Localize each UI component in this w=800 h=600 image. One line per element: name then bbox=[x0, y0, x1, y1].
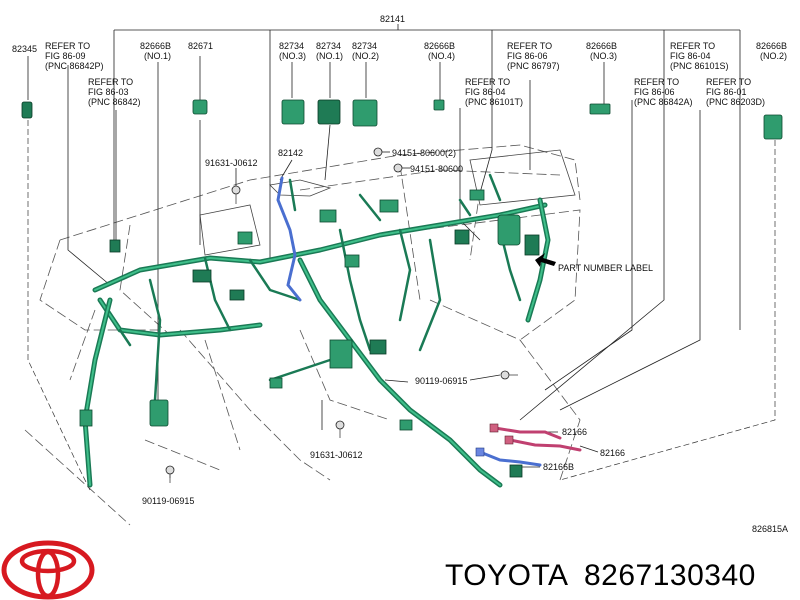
part-82666b-no3-icon bbox=[589, 103, 611, 115]
pointer-arrow-icon bbox=[535, 253, 556, 267]
label-82142: 82142 bbox=[278, 148, 303, 158]
refer-86-04a-line2: FIG 86-04 bbox=[465, 87, 506, 97]
refer-86-06b-line2: FIG 86-06 bbox=[634, 87, 675, 97]
label-82166b: 82166B bbox=[543, 462, 574, 472]
refer-86-06b-line3: (PNC 86842A) bbox=[634, 97, 693, 107]
part-82671-icon bbox=[192, 99, 208, 115]
label-82734-no3-sub: (NO.3) bbox=[279, 51, 306, 61]
part-82666b-no2-icon bbox=[763, 114, 783, 140]
wiring-harness bbox=[82, 173, 551, 488]
leader-lines bbox=[27, 30, 776, 491]
part-82734-no1-icon bbox=[317, 99, 341, 125]
main-part-label: 82141 bbox=[380, 14, 405, 24]
callout-parts bbox=[21, 99, 783, 140]
dashboard-outline bbox=[24, 144, 581, 526]
label-91631-top: 91631-J0612 bbox=[205, 158, 258, 168]
label-90119-bottom: 90119-06915 bbox=[142, 496, 194, 506]
refer-86-06-line2: FIG 86-06 bbox=[507, 51, 548, 61]
refer-86-04a-line3: (PNC 86101T) bbox=[465, 97, 523, 107]
label-82734-no2-sub: (NO.2) bbox=[352, 51, 379, 61]
refer-86-09-line1: REFER TO bbox=[45, 41, 90, 51]
refer-86-01-line3: (PNC 86203D) bbox=[706, 97, 765, 107]
part-82734-no2-icon bbox=[352, 99, 378, 127]
refer-86-06-line1: REFER TO bbox=[507, 41, 552, 51]
part-82345-icon bbox=[21, 101, 33, 119]
refer-86-09-line2: FIG 86-09 bbox=[45, 51, 86, 61]
wire-82142 bbox=[276, 176, 302, 302]
label-82734-no1-sub: (NO.1) bbox=[316, 51, 343, 61]
refer-86-04b-line2: FIG 86-04 bbox=[670, 51, 711, 61]
label-82734-no1: 82734 bbox=[316, 41, 341, 51]
part-82734-no3-icon bbox=[281, 99, 305, 125]
label-82666b-no1-sub: (NO.1) bbox=[144, 51, 171, 61]
refer-86-03-line1: REFER TO bbox=[88, 77, 133, 87]
refer-86-06-line3: (PNC 86797) bbox=[507, 61, 560, 71]
label-90119-mid: 90119-06915 bbox=[415, 376, 467, 386]
refer-86-01-line2: FIG 86-01 bbox=[706, 87, 747, 97]
label-91631-bottom: 91631-J0612 bbox=[310, 450, 363, 460]
refer-86-04b-line3: (PNC 86101S) bbox=[670, 61, 729, 71]
label-82666b-no3-sub: (NO.3) bbox=[590, 51, 617, 61]
label-82666b-no2: 82666B bbox=[756, 41, 787, 51]
label-82666b-no3: 82666B bbox=[586, 41, 617, 51]
label-82666b-no1: 82666B bbox=[140, 41, 171, 51]
refer-86-09-line3: (PNC 86842P) bbox=[45, 61, 104, 71]
refer-86-06b-line1: REFER TO bbox=[634, 77, 679, 87]
label-82734-no3: 82734 bbox=[279, 41, 304, 51]
wire-82166 bbox=[475, 423, 582, 467]
footer-part-number: 8267130340 bbox=[584, 559, 756, 592]
part-labels: 82345 REFER TO FIG 86-09 (PNC 86842P) RE… bbox=[12, 41, 788, 534]
refer-86-03-line3: (PNC 86842) bbox=[88, 97, 141, 107]
footer: TOYOTA 8267130340 bbox=[445, 559, 756, 592]
harness-connectors bbox=[79, 189, 540, 478]
refer-86-04b-line1: REFER TO bbox=[670, 41, 715, 51]
label-82166-a: 82166 bbox=[562, 427, 587, 437]
label-82345: 82345 bbox=[12, 44, 37, 54]
refer-86-01-line1: REFER TO bbox=[706, 77, 751, 87]
label-82734-no2: 82734 bbox=[352, 41, 377, 51]
label-82666b-no2-sub: (NO.2) bbox=[760, 51, 787, 61]
figure-code: 826815A bbox=[752, 524, 788, 534]
refer-86-04a-line1: REFER TO bbox=[465, 77, 510, 87]
toyota-logo-icon bbox=[1, 540, 95, 600]
main-part-bracket: 82141 bbox=[114, 14, 740, 31]
part-82666b-no4-icon bbox=[433, 99, 445, 111]
part-number-label-text: PART NUMBER LABEL bbox=[558, 263, 653, 273]
label-94151-80600: 94151-80600 bbox=[410, 164, 463, 174]
label-82166-b: 82166 bbox=[600, 448, 625, 458]
label-82671: 82671 bbox=[188, 41, 213, 51]
label-94151-80600-2: 94151-80600(2) bbox=[392, 148, 456, 158]
fasteners bbox=[165, 147, 518, 483]
label-82666b-no4-sub: (NO.4) bbox=[428, 51, 455, 61]
label-82666b-no4: 82666B bbox=[424, 41, 455, 51]
refer-86-03-line2: FIG 86-03 bbox=[88, 87, 129, 97]
brand-name: TOYOTA bbox=[445, 559, 569, 592]
